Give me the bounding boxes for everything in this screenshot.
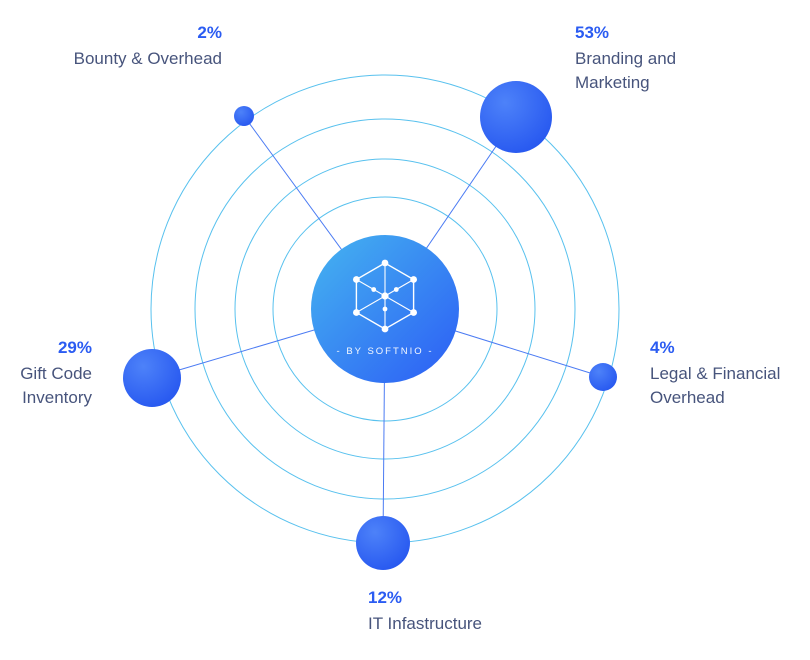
label-legal-financial: 4% Legal & Financial Overhead (650, 337, 805, 410)
bubble-legal-financial (589, 363, 617, 391)
bubbles (123, 81, 617, 570)
label-it-infrastructure: 12% IT Infastructure (368, 587, 558, 636)
bubble-gift-code (123, 349, 181, 407)
orbit-ring-1 (272, 196, 498, 422)
name-bounty-overhead: Bounty & Overhead (73, 49, 222, 68)
label-branding-marketing: 53% Branding and Marketing (575, 22, 710, 95)
name-it-infrastructure: IT Infastructure (368, 614, 483, 633)
percent-legal-financial: 4% (650, 338, 675, 357)
percent-it-infrastructure: 12% (368, 588, 403, 607)
orbit-ring-3 (194, 118, 576, 500)
label-bounty-overhead: 2% Bounty & Overhead (0, 22, 222, 71)
hex-network-icon (353, 259, 417, 333)
hexagon-nodes (353, 259, 417, 333)
percent-bounty-overhead: 2% (197, 23, 222, 42)
name-branding-marketing: Branding and Marketing (575, 49, 677, 92)
bubble-branding-marketing (480, 81, 552, 153)
label-gift-code: 29% Gift Code Inventory (0, 337, 92, 410)
center-caption: - BY SOFTNIO - (337, 346, 434, 357)
bubble-it-infrastructure (356, 516, 410, 570)
name-legal-financial: Legal & Financial Overhead (650, 364, 781, 407)
percent-branding-marketing: 53% (575, 23, 610, 42)
percent-gift-code: 29% (57, 338, 92, 357)
bubble-bounty-overhead (234, 106, 254, 126)
hexagon-spokes (356, 263, 414, 329)
name-gift-code: Gift Code Inventory (20, 364, 92, 407)
orbit-ring-2 (234, 158, 536, 460)
